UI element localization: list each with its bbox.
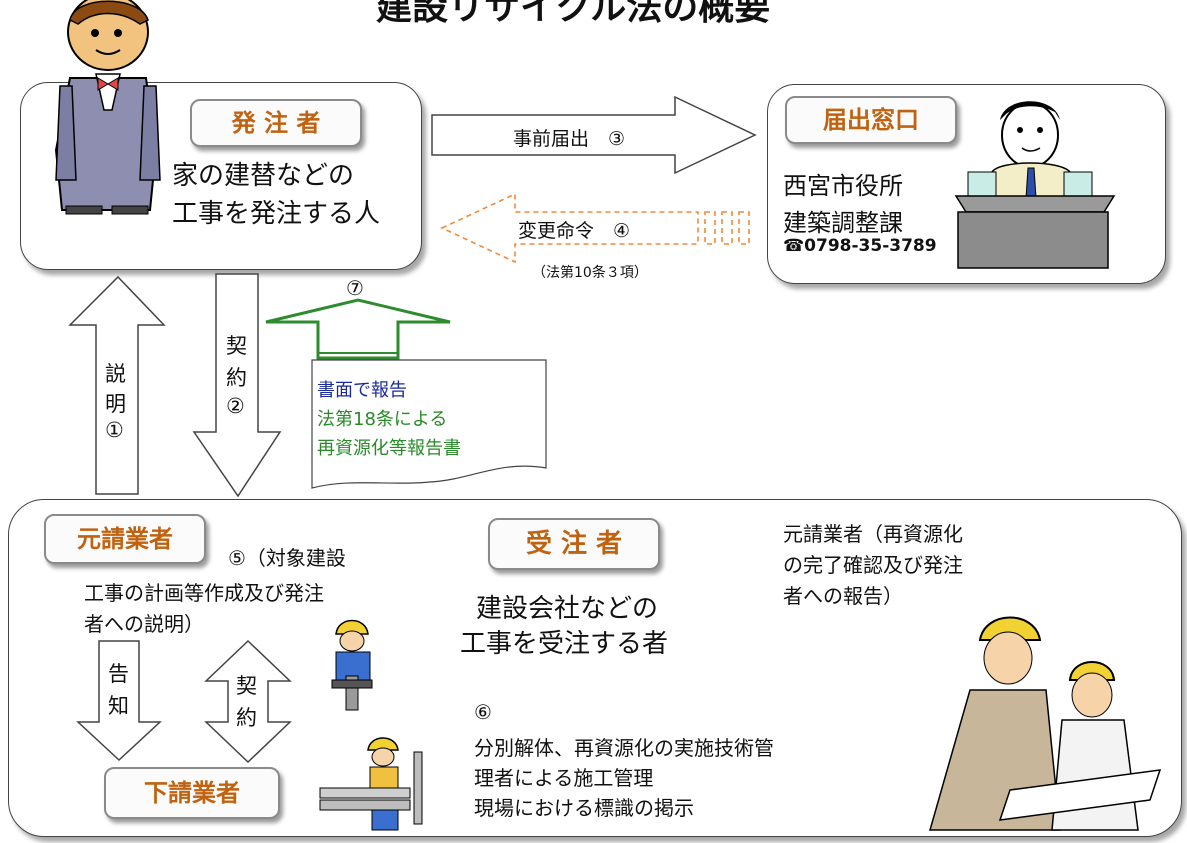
subcontractor-label: 下請業者 <box>104 767 280 819</box>
explain-arrow <box>68 275 166 495</box>
subcontract-char1: 契 <box>236 674 257 698</box>
notify-arrow <box>76 640 162 762</box>
worker-jackhammer-illustration <box>331 619 373 711</box>
change-order-note: （法第10条３項） <box>532 265 648 281</box>
orderer-label: 発 注 者 <box>190 99 362 147</box>
notify-char1: 告 <box>108 662 129 686</box>
report-document <box>311 359 547 489</box>
orderer-desc-line2: 工事を発注する人 <box>172 199 381 229</box>
orderer-desc-line1: 家の建替などの <box>172 161 355 191</box>
report-number: ⑦ <box>346 276 364 300</box>
right-note-line1: 元請業者（再資源化 <box>783 522 963 546</box>
prime-note-line3: 者への説明） <box>84 612 204 636</box>
report-doc-line2: 法第18条による <box>317 409 448 430</box>
contractor-label: 受 注 者 <box>488 518 660 570</box>
clerk-illustration <box>954 101 1116 269</box>
subcontract-arrow <box>204 639 292 764</box>
contractor-desc-line2: 工事を受注する者 <box>460 629 669 659</box>
office-line2: 建築調整課 <box>783 209 903 237</box>
contract-arrow <box>192 273 282 498</box>
prior-notice-arrow <box>431 95 757 175</box>
contractor-desc-line1: 建設会社などの <box>476 594 659 624</box>
office-line1: 西宮市役所 <box>783 172 903 200</box>
duties-line1: 分別解体、再資源化の実施技術管 <box>474 736 774 760</box>
report-doc-line3: 再資源化等報告書 <box>317 438 461 459</box>
report-doc-line1: 書面で報告 <box>317 380 407 401</box>
contract-char2: 約 <box>226 366 247 390</box>
engineers-illustration <box>929 616 1162 831</box>
report-arrow <box>265 298 451 360</box>
office-phone: ☎0798-35-3789 <box>783 236 937 256</box>
office-label: 届出窓口 <box>785 96 957 144</box>
notify-char2: 知 <box>108 694 129 718</box>
businessman-illustration <box>54 0 161 215</box>
right-note-line3: 者への報告） <box>783 584 903 608</box>
page-title: 建設リサイクル法の概要 <box>376 0 771 28</box>
explain-char3: ① <box>105 418 124 442</box>
worker-steel-illustration <box>319 737 423 831</box>
prime-contractor-label: 元請業者 <box>44 514 206 564</box>
right-note-line2: の完了確認及び発注 <box>783 553 963 577</box>
explain-char2: 明 <box>105 392 126 416</box>
prime-note-line2: 工事の計画等作成及び発注 <box>84 581 324 605</box>
contract-char1: 契 <box>226 334 247 358</box>
subcontract-char2: 約 <box>236 706 257 730</box>
duties-number: ⑥ <box>474 700 492 724</box>
duties-line2: 理者による施工管理 <box>474 766 654 790</box>
explain-char1: 説 <box>105 362 126 386</box>
change-order-label: 変更命令 ④ <box>518 220 631 242</box>
prior-notice-label: 事前届出 ③ <box>513 128 626 150</box>
prime-note-line1: ⑤（対象建設 <box>228 546 346 570</box>
contract-char3: ② <box>226 394 245 418</box>
change-order-arrow <box>440 192 750 264</box>
duties-line3: 現場における標識の掲示 <box>474 796 694 820</box>
